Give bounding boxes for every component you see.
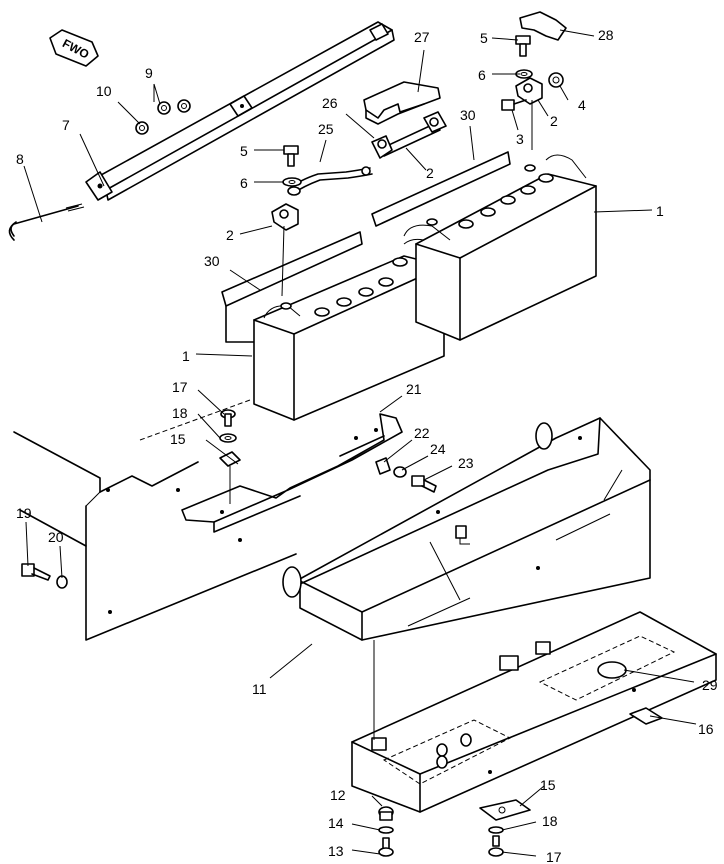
callout-3: 3 — [516, 131, 524, 147]
callout-12: 12 — [330, 787, 346, 803]
callout-16: 16 — [698, 721, 714, 737]
clip-15-bottom — [479, 799, 531, 821]
bolt-13 — [378, 837, 394, 857]
callout-2: 2 — [550, 113, 558, 129]
callout-7: 7 — [62, 117, 70, 133]
battery-cable-26 — [371, 111, 447, 159]
callout-18: 18 — [542, 813, 558, 829]
callout-2: 2 — [226, 227, 234, 243]
callout-1: 1 — [182, 348, 190, 364]
washer-18-top — [219, 433, 237, 443]
battery-right — [403, 154, 597, 341]
callout-14: 14 — [328, 815, 344, 831]
bolt-17-bottom — [488, 835, 504, 857]
nut-4 — [548, 72, 564, 88]
hold-down-bar — [85, 21, 395, 201]
callout-4: 4 — [578, 97, 586, 113]
bolt-17-top — [220, 409, 236, 427]
hold-down-rod — [8, 203, 85, 241]
insulation-plate-right — [371, 151, 511, 227]
callout-11: 11 — [252, 681, 267, 697]
callout-20: 20 — [48, 529, 64, 545]
callout-15: 15 — [170, 431, 186, 447]
battery-box — [282, 417, 651, 641]
callout-26: 26 — [322, 95, 338, 111]
callout-24: 24 — [430, 441, 446, 457]
clip-15-top — [219, 451, 241, 467]
callout-9: 9 — [145, 65, 153, 81]
callout-30: 30 — [460, 107, 476, 123]
callout-21: 21 — [406, 381, 422, 397]
bracket-21 — [181, 413, 403, 533]
callout-2: 2 — [426, 165, 434, 181]
callout-1: 1 — [656, 203, 664, 219]
battery-left — [253, 238, 445, 421]
callout-6: 6 — [240, 175, 248, 191]
callout-30: 30 — [204, 253, 220, 269]
washer-14 — [378, 826, 394, 834]
callout-8: 8 — [16, 151, 24, 167]
terminal-clamp-2b — [515, 77, 543, 105]
nut-and-washer — [135, 99, 191, 135]
callout-13: 13 — [328, 843, 344, 859]
bolt-23 — [411, 475, 437, 493]
callout-25: 25 — [318, 121, 334, 137]
callout-19: 19 — [16, 505, 32, 521]
callout-22: 22 — [414, 425, 430, 441]
callout-29: 29 — [702, 677, 718, 693]
callout-17: 17 — [546, 849, 562, 864]
terminal-cover-28 — [519, 11, 567, 41]
callout-15: 15 — [540, 777, 556, 793]
terminal-clamp-2a — [271, 203, 299, 231]
callout-17: 17 — [172, 379, 188, 395]
callout-6: 6 — [478, 67, 486, 83]
cover-plate — [351, 611, 717, 813]
terminal-bolt-5b — [515, 35, 531, 57]
callout-10: 10 — [96, 83, 112, 99]
callout-18: 18 — [172, 405, 188, 421]
callout-28: 28 — [598, 27, 614, 43]
bolt-19 — [21, 563, 51, 581]
callout-27: 27 — [414, 29, 430, 45]
washer-18-bottom — [488, 826, 504, 834]
callout-labels: 1 1 2 2 2 3 4 5 5 6 6 7 8 9 10 11 12 13 … — [16, 27, 718, 864]
clip-22 — [375, 457, 391, 475]
fwo-arrow-marker: FWO — [49, 29, 99, 67]
callout-23: 23 — [458, 455, 474, 471]
callout-5: 5 — [480, 30, 488, 46]
leader-lines — [23, 29, 697, 857]
terminal-bolt-5a — [283, 145, 299, 167]
battery-cover — [363, 81, 441, 125]
nut-12 — [378, 806, 394, 821]
callout-5: 5 — [240, 143, 248, 159]
machine-frame — [13, 399, 297, 641]
bolt-3 — [501, 99, 527, 111]
washer-6a — [282, 177, 302, 187]
